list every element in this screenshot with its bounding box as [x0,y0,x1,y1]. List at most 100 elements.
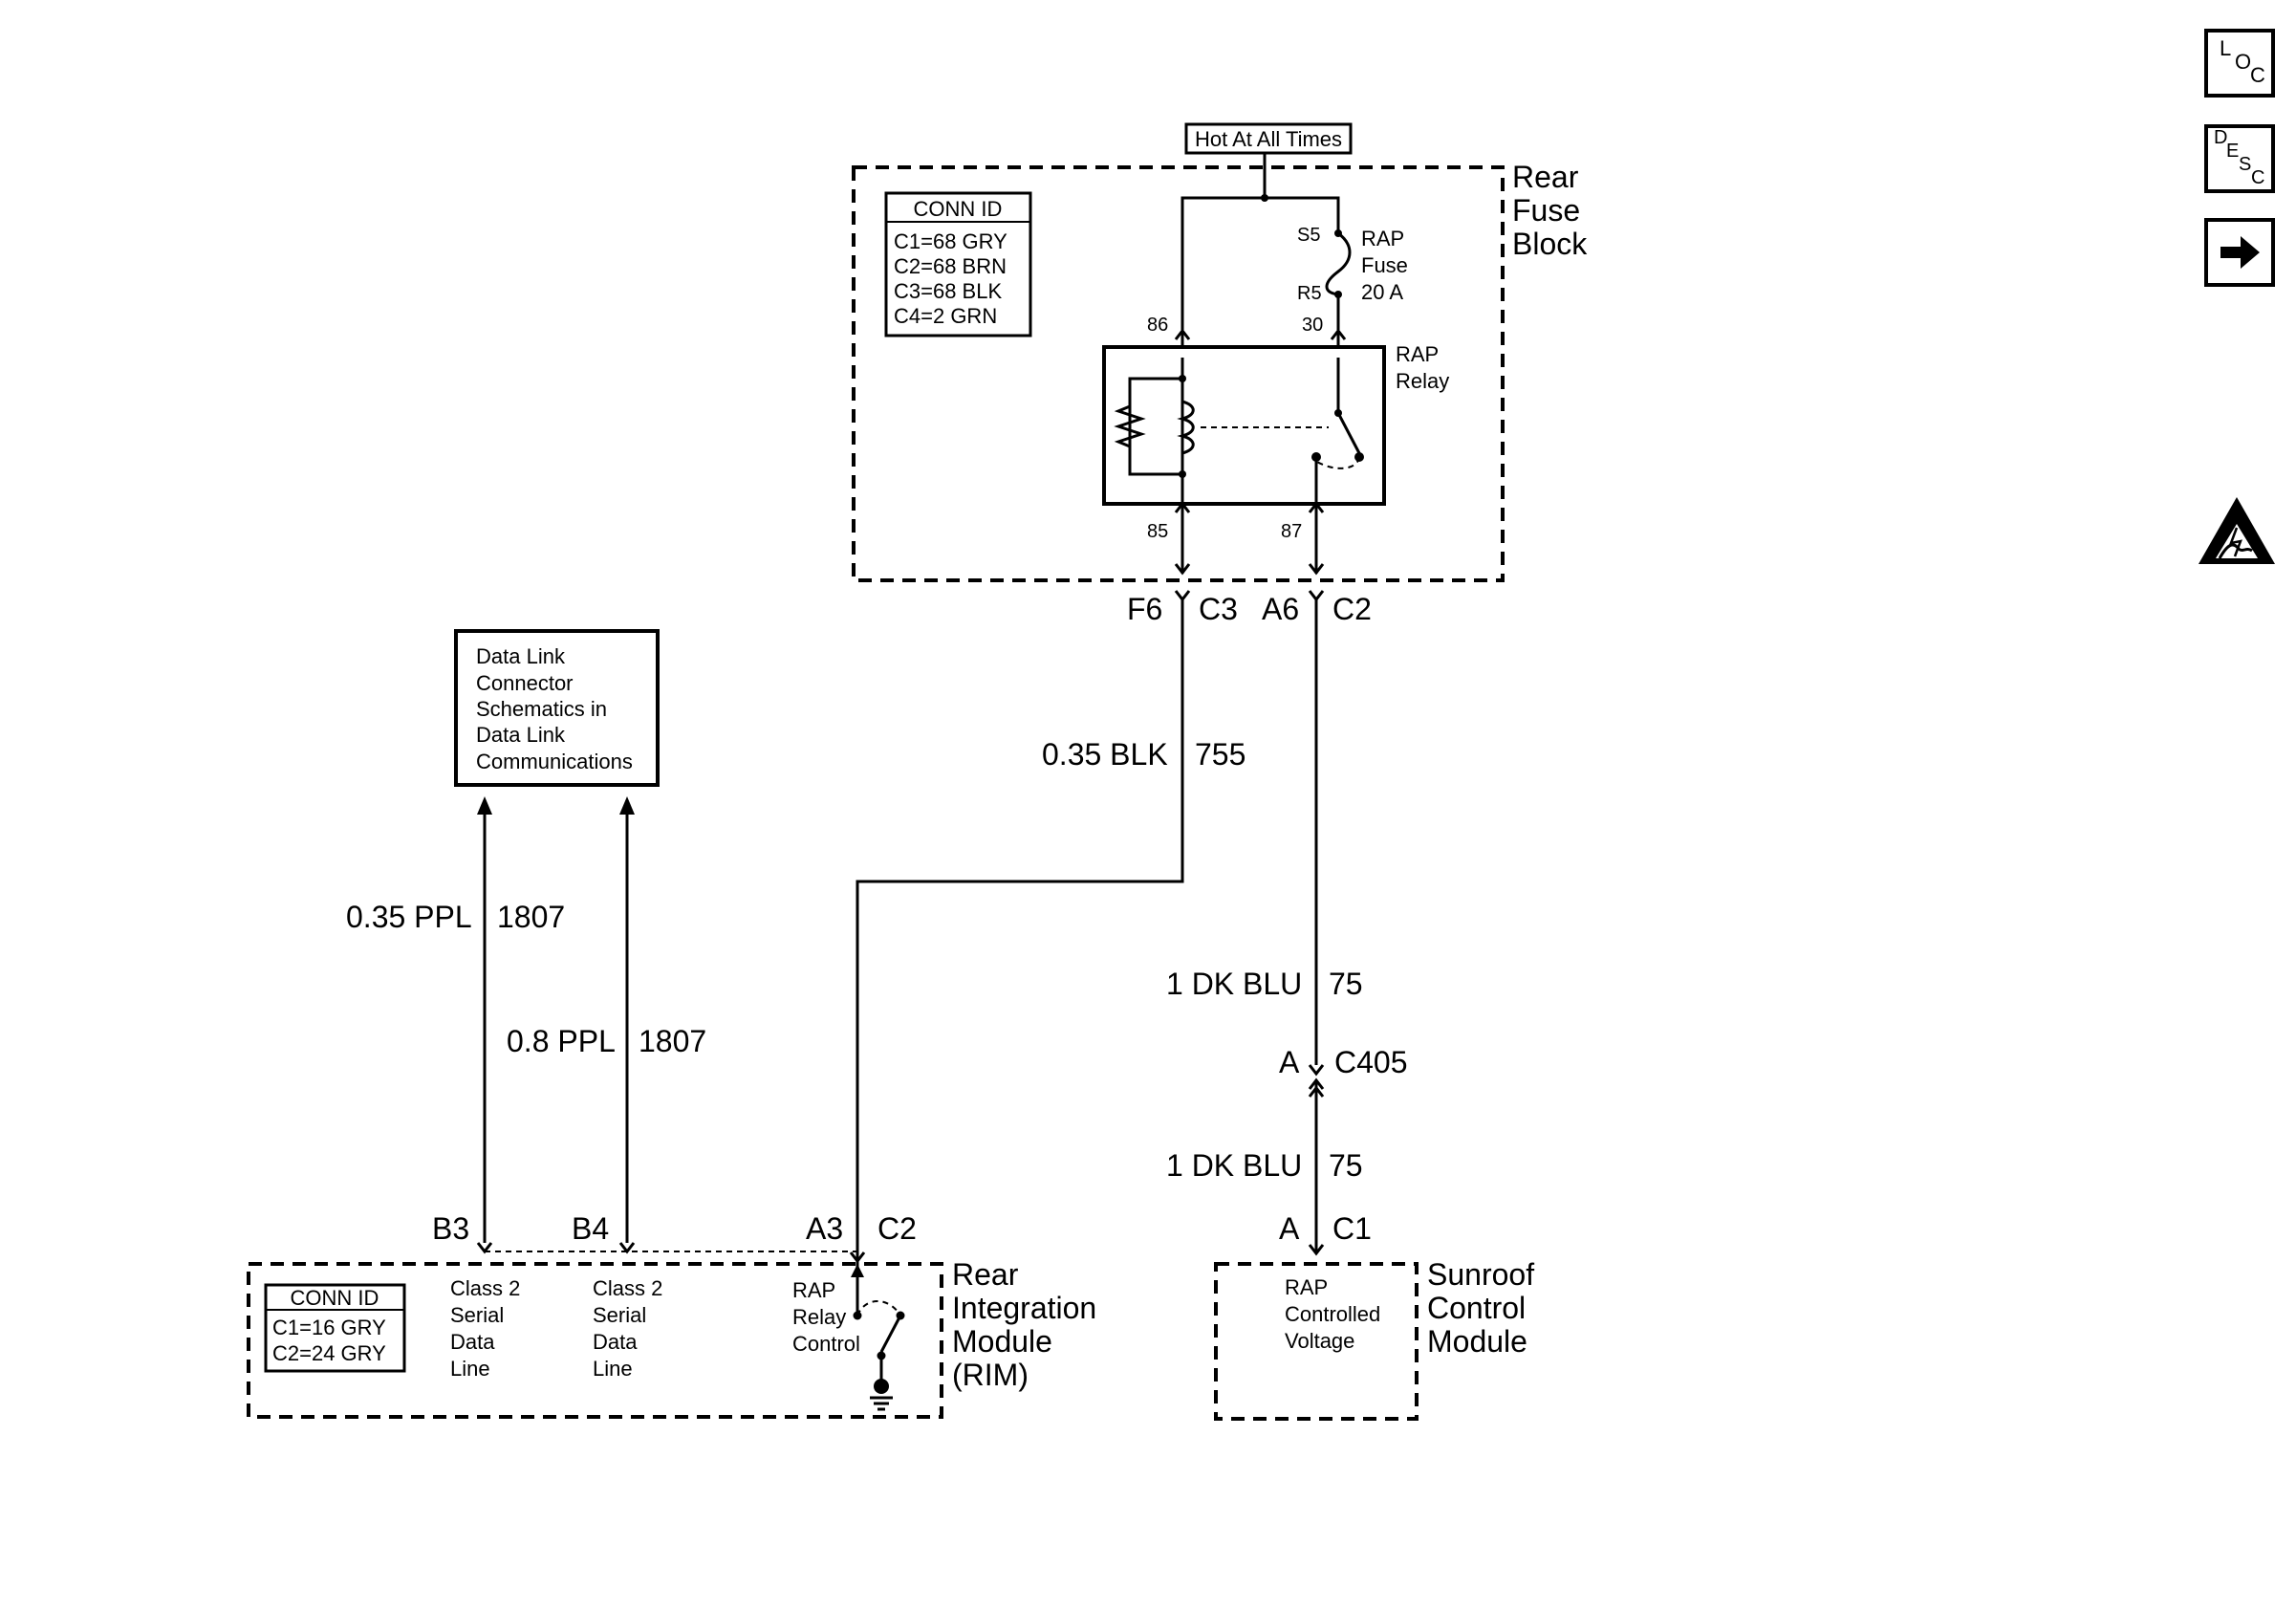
rim-b4-label-2: Serial [593,1303,646,1327]
hot-at-all-times-label: Hot At All Times [1184,122,1353,155]
fuse-pin-s5: S5 [1297,225,1320,246]
conn-c2-rim: C2 [877,1211,917,1246]
svg-text:Hot At All Times: Hot At All Times [1195,127,1342,151]
wire-1807-b3: 0.35 PPL 1807 [346,796,565,1243]
rap-fuse: S5 R5 RAP Fuse 20 A [1297,225,1408,330]
sunroof-name-2: Control [1427,1291,1526,1325]
fuse-block-conn-id-box: CONN ID C1=68 GRY C2=68 BRN C3=68 BLK C4… [884,191,1032,337]
conn-f6: F6 [1127,592,1162,626]
conn-c2-top: C2 [1332,592,1372,626]
rim-name-1: Rear [952,1257,1019,1292]
desc-letter-d: D [2214,127,2227,148]
fuse-label-2: Fuse [1361,253,1408,277]
rim-b3-label-3: Data [450,1330,495,1354]
sunroof-label-2: Controlled [1285,1302,1380,1326]
rear-fuse-block-name-1: Rear [1512,160,1579,194]
data-link-connector-box: Data Link Connector Schematics in Data L… [454,629,660,787]
conn-a6: A6 [1262,592,1299,626]
dlc-line-1: Data Link [476,644,566,668]
wire-75-lower-gauge: 1 DK BLU [1166,1148,1302,1183]
relay-pin-87: 87 [1281,521,1302,542]
conn-c3: C3 [1199,592,1238,626]
rim-conn-id-line-2: C2=24 GRY [272,1341,386,1365]
sunroof-outline [1214,1262,1419,1421]
rim-a3-label-1: RAP [792,1278,835,1302]
rim-outline [247,1262,943,1419]
rear-fuse-block-outline [852,165,1505,582]
loc-letter-l: L [2220,36,2231,60]
relay-pin-86: 86 [1147,315,1168,336]
rim-b4-label-3: Data [593,1330,638,1354]
rear-integration-module: Rear Integration Module (RIM) CONN ID C1… [247,1257,1096,1419]
wire-75-upper-circuit: 75 [1329,967,1363,1001]
wire-755-gauge: 0.35 BLK [1042,737,1168,772]
conn-id-line-4: C4=2 GRN [894,304,997,328]
desc-letter-c: C [2251,167,2264,188]
desc-icon[interactable] [2204,124,2275,193]
sunroof-control-module: Sunroof Control Module RAP Controlled Vo… [1214,1257,1534,1421]
dlc-line-4: Data Link [476,723,566,747]
fuse-label-3: 20 A [1361,280,1403,304]
conn-c405: C405 [1334,1045,1408,1079]
wire-755-circuit: 755 [1195,737,1245,772]
rear-fuse-block: Rear Fuse Block CONN ID C1=68 GRY C2=68 … [852,122,1588,582]
rim-b4-label-1: Class 2 [593,1276,662,1300]
desc-letter-s: S [2239,154,2251,175]
conn-id-line-2: C2=68 BRN [894,254,1007,278]
conn-a3: A3 [806,1211,843,1246]
rear-fuse-block-name-3: Block [1512,227,1588,261]
c1-pin-a: A [1279,1211,1300,1246]
rim-b3-label-2: Serial [450,1303,504,1327]
rim-a3-label-2: Relay [792,1305,846,1329]
dlc-line-5: Communications [476,750,633,773]
rear-fuse-block-name-2: Fuse [1512,193,1580,228]
wire-1807b-circuit: 1807 [639,1024,706,1058]
relay-label-2: Relay [1396,369,1449,393]
dlc-line-2: Connector [476,671,574,695]
rim-name-4: (RIM) [952,1358,1029,1392]
relay-label-1: RAP [1396,342,1439,366]
rim-b4-label-4: Line [593,1357,633,1381]
wire-75-lower-circuit: 75 [1329,1148,1363,1183]
rim-relay-control-switch [851,1261,905,1411]
esd-warning-icon [2199,497,2275,564]
next-button[interactable] [2204,218,2275,287]
desc-letter-e: E [2226,141,2239,162]
wire-1807b-gauge: 0.8 PPL [507,1024,616,1058]
wire-755: 0.35 BLK 755 [856,599,1245,1260]
sunroof-label-1: RAP [1285,1275,1328,1299]
conn-b3: B3 [432,1211,469,1246]
rim-b3-label-1: Class 2 [450,1276,520,1300]
rim-name-3: Module [952,1324,1052,1359]
rim-conn-id-line-1: C1=16 GRY [272,1316,386,1339]
conn-b4: B4 [572,1211,609,1246]
rim-b3-label-4: Line [450,1357,490,1381]
wire-75: 1 DK BLU 75 A C405 1 DK BLU 75 A C1 [1166,599,1408,1256]
rim-name-2: Integration [952,1291,1096,1325]
conn-id-title: CONN ID [914,197,1003,221]
fuse-label-1: RAP [1361,227,1404,250]
relay-pin-30: 30 [1302,315,1323,336]
conn-id-line-1: C1=68 GRY [894,229,1007,253]
wire-1807a-gauge: 0.35 PPL [346,900,472,934]
loc-letter-o: O [2235,50,2251,74]
dlc-line-3: Schematics in [476,697,607,721]
sunroof-name-1: Sunroof [1427,1257,1534,1292]
desc-button[interactable]: D E S C [2204,124,2275,193]
wire-1807-b4: 0.8 PPL 1807 [507,796,706,1243]
wire-75-upper-gauge: 1 DK BLU [1166,967,1302,1001]
loc-button[interactable]: L O C [2204,29,2275,98]
sunroof-name-3: Module [1427,1324,1527,1359]
loc-icon[interactable] [2204,29,2275,98]
c405-pin-a: A [1279,1045,1300,1079]
relay-pin-85: 85 [1147,521,1168,542]
rim-a3-label-3: Control [792,1332,860,1356]
rap-relay: RAP Relay [1102,342,1449,506]
conn-id-line-3: C3=68 BLK [894,279,1002,303]
loc-letter-c: C [2250,63,2265,87]
fuse-pin-r5: R5 [1297,283,1322,304]
rim-conn-id-box: CONN ID C1=16 GRY C2=24 GRY [264,1283,406,1373]
wire-1807a-circuit: 1807 [497,900,565,934]
conn-c1: C1 [1332,1211,1372,1246]
